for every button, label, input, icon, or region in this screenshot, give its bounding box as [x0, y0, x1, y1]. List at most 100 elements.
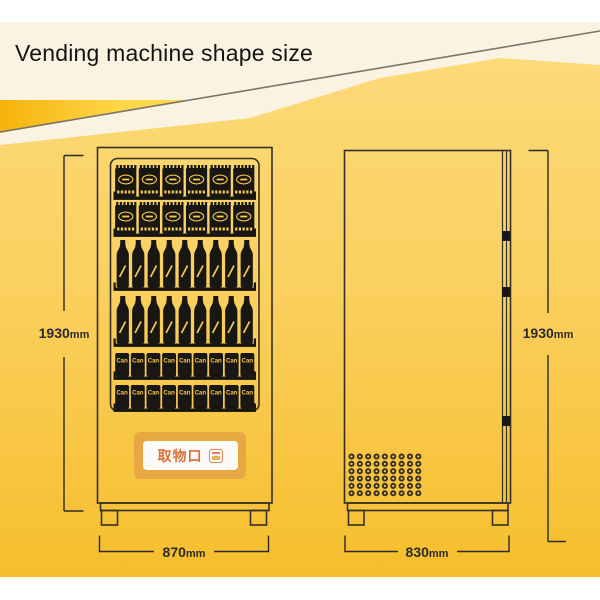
vent-hole	[365, 468, 372, 475]
front-width-value: 870	[162, 544, 186, 560]
vent-hole	[415, 468, 422, 475]
vent-hole	[381, 475, 388, 482]
bottle-item	[132, 240, 145, 288]
vent-hole	[390, 490, 397, 497]
shelf-bar	[113, 233, 256, 237]
bottle-item	[178, 296, 191, 344]
vent-hole	[415, 475, 422, 482]
can-item: Can	[224, 385, 239, 409]
vent-hole	[390, 475, 397, 482]
can-item-label: Can	[226, 391, 238, 397]
side-foot-right	[491, 509, 509, 526]
vent-hole	[381, 482, 388, 489]
vent-hole	[381, 460, 388, 467]
snack-bag-item	[185, 165, 208, 197]
vent-hole	[381, 453, 388, 460]
vent-hole	[373, 468, 380, 475]
snack-bag-item	[138, 165, 160, 197]
bottle-item	[116, 240, 129, 288]
front-width-dimension-line	[98, 535, 270, 553]
vent-hole	[398, 475, 405, 482]
snack-bag-item	[138, 202, 160, 234]
can-item-label: Can	[116, 359, 128, 365]
pickup-port-label: 取物口	[157, 447, 203, 464]
vent-hole	[381, 468, 388, 475]
bottle-item	[194, 296, 207, 344]
pickup-hand-icon	[208, 448, 223, 463]
vent-hole	[415, 482, 422, 489]
vent-hole	[398, 482, 405, 489]
pickup-port: 取物口	[134, 432, 246, 479]
can-item: Can	[209, 353, 223, 377]
ventilation-grid	[348, 453, 422, 497]
side-height-label: 1930mm	[515, 325, 581, 343]
can-item-label: Can	[132, 359, 144, 365]
vent-hole	[390, 482, 397, 489]
can-item-label: Can	[210, 359, 222, 365]
shelf-row-bottle	[113, 296, 256, 347]
vent-hole	[365, 482, 372, 489]
can-item-label: Can	[163, 359, 175, 365]
side-depth-label: 830mm	[394, 544, 460, 562]
can-item: Can	[177, 353, 192, 377]
vent-hole	[415, 460, 422, 467]
front-foot-right	[249, 509, 268, 526]
can-item-label: Can	[242, 391, 254, 397]
vent-hole	[415, 490, 422, 497]
vent-hole	[365, 460, 372, 467]
pickup-port-panel: 取物口	[142, 441, 238, 470]
vent-hole	[356, 475, 363, 482]
bottle-item	[225, 296, 238, 344]
vent-hole	[390, 460, 397, 467]
can-item-label: Can	[179, 391, 191, 397]
snack-bag-item	[185, 202, 208, 234]
vent-hole	[406, 460, 414, 467]
can-item: Can	[130, 353, 145, 377]
vent-hole	[365, 475, 372, 482]
bottle-item	[240, 240, 253, 288]
vent-hole	[373, 453, 380, 460]
can-item-label: Can	[195, 359, 207, 365]
shelf-bar	[113, 196, 256, 200]
hinge-mark	[502, 416, 510, 426]
bottle-item	[225, 240, 238, 288]
vent-hole	[398, 460, 405, 467]
side-depth-value: 830	[405, 544, 429, 560]
side-height-unit: mm	[553, 329, 574, 341]
bottle-item	[116, 296, 129, 344]
vent-hole	[365, 490, 372, 497]
vent-hole	[348, 460, 355, 467]
front-height-value: 1930	[38, 325, 70, 341]
front-height-unit: mm	[69, 329, 90, 341]
diagonal-divider-line	[0, 30, 600, 133]
can-item-label: Can	[226, 359, 238, 365]
dimension-lines	[63, 149, 566, 553]
shelf-bar	[113, 408, 256, 412]
can-item-label: Can	[148, 359, 160, 365]
snack-bag-item	[162, 202, 184, 234]
can-item-label: Can	[148, 391, 160, 397]
can-item: Can	[177, 385, 192, 409]
bottle-item	[240, 296, 253, 344]
bottle-item	[147, 240, 160, 288]
vent-hole	[373, 460, 380, 467]
vent-hole	[398, 468, 405, 475]
shelf-bar	[113, 343, 256, 347]
snack-bag-item	[162, 165, 184, 197]
can-item: Can	[209, 385, 223, 409]
side-view	[343, 149, 512, 526]
vent-hole	[348, 453, 355, 460]
can-item-label: Can	[210, 391, 222, 397]
side-body-outline	[343, 149, 512, 504]
vent-hole	[390, 468, 397, 475]
can-item: Can	[162, 385, 177, 409]
vent-hole	[406, 453, 414, 460]
vent-hole	[415, 453, 422, 460]
can-item: Can	[193, 353, 208, 377]
vent-hole	[365, 453, 372, 460]
